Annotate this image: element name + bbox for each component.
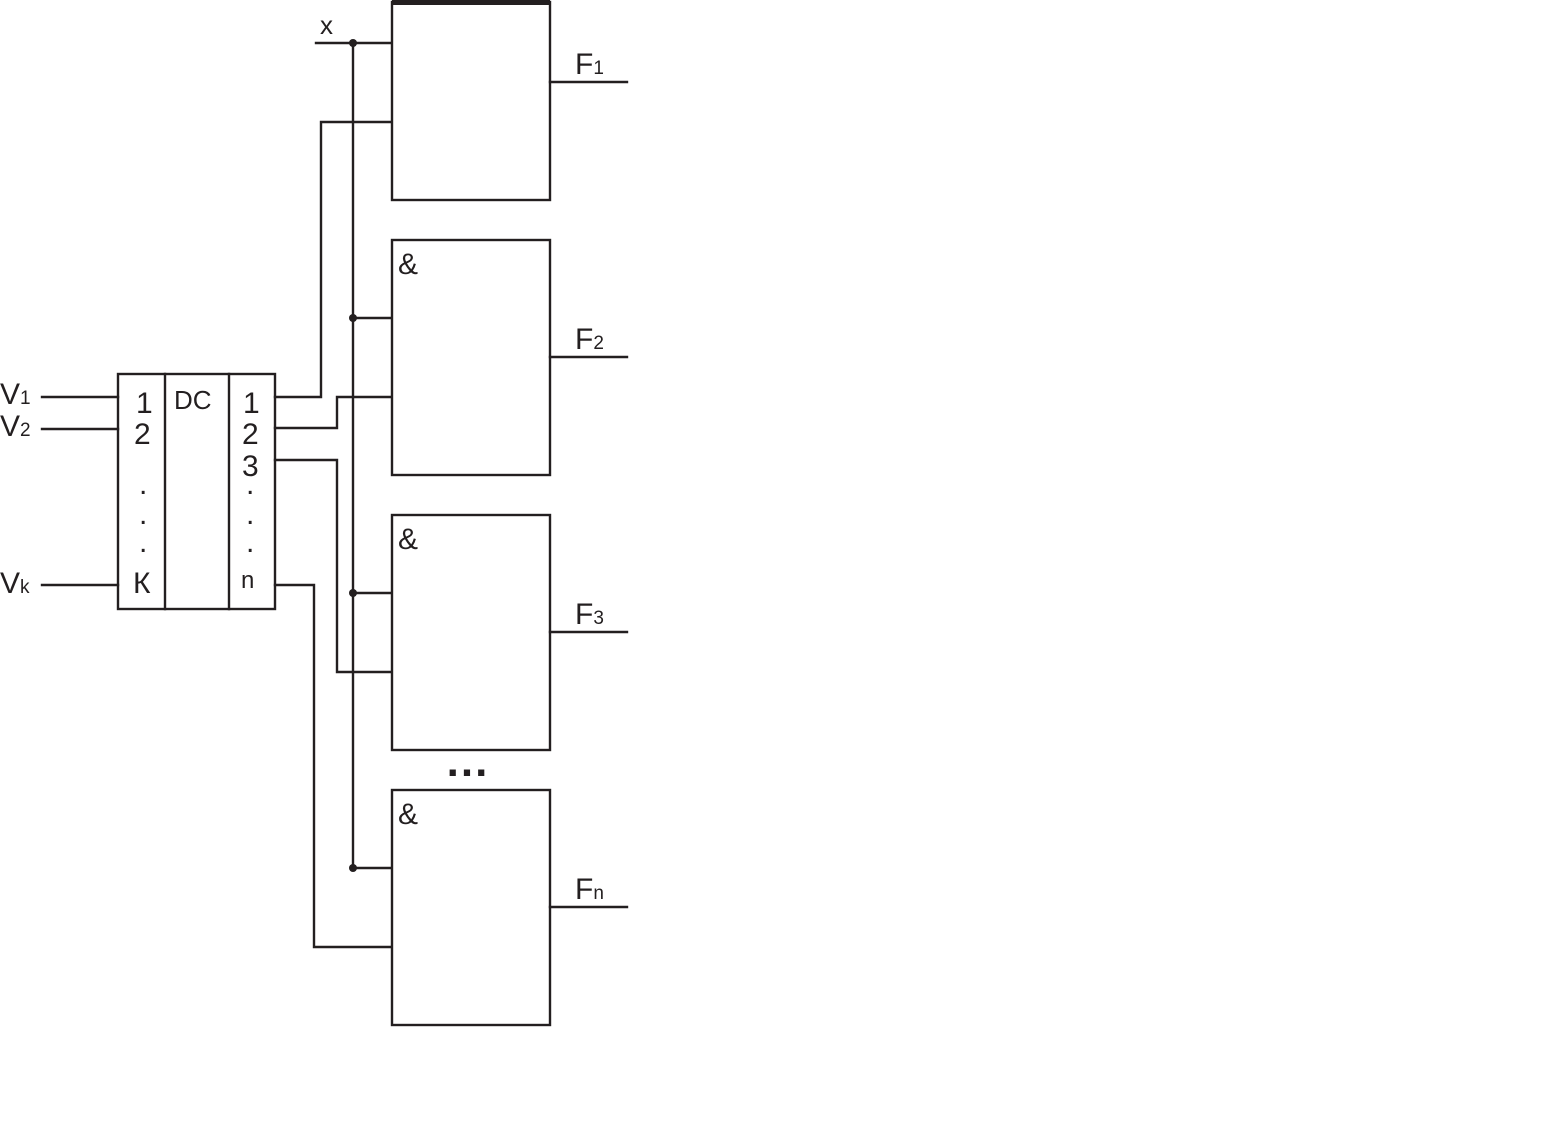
wire-outn-to-gate-n — [273, 583, 394, 949]
gate-3-body — [390, 513, 552, 752]
input-letter-v1: V — [0, 378, 20, 411]
decoder-output-pin-2: 2 — [242, 418, 259, 451]
data-input-label: x — [320, 10, 333, 40]
gate-3-output-label: F3 — [575, 598, 604, 631]
input-label-v2: V2 — [0, 410, 31, 443]
decoder-input-pin-ellipsis-1: . — [139, 468, 147, 501]
input-index-vk: k — [20, 577, 30, 598]
decoder-output-pin-ellipsis-1: . — [246, 468, 254, 501]
decoder: DC 1 2 . . . К 1 2 3 . . . n — [116, 372, 277, 611]
gate-2-output-label: F2 — [575, 323, 604, 356]
gate-1-output-letter: F — [575, 48, 593, 81]
decoder-output-pin-n: n — [241, 567, 254, 594]
decoder-input-pin-1: 1 — [136, 387, 153, 420]
decoder-function-label: DC — [174, 385, 212, 415]
gate-1-output-index: 1 — [593, 58, 604, 79]
junction-dot-4 — [349, 864, 357, 872]
decoder-output-pin-ellipsis-2: . — [246, 498, 254, 531]
junction-dot-1 — [349, 39, 357, 47]
input-label-v1: V1 — [0, 378, 31, 411]
gate-n-output-label: Fn — [575, 873, 604, 906]
gate-2-output-index: 2 — [593, 333, 604, 354]
gate-1-output-label: F1 — [575, 48, 604, 81]
input-index-v2: 2 — [20, 420, 31, 441]
input-index-v1: 1 — [20, 388, 31, 409]
gate-3-output-index: 3 — [593, 608, 604, 629]
wire-out1-to-gate-1 — [273, 120, 394, 399]
decoder-output-pin-1: 1 — [243, 387, 260, 420]
decoder-output-pin-3: 3 — [242, 450, 259, 483]
input-label-vk: Vk — [0, 567, 30, 600]
decoder-input-pin-k: К — [133, 567, 151, 600]
decoder-input-pin-2: 2 — [134, 418, 151, 451]
junction-dot-3 — [349, 589, 357, 597]
junction-dot-2 — [349, 314, 357, 322]
wire-out3-to-gate-3 — [273, 458, 394, 674]
gate-n: & Fn — [390, 788, 629, 1027]
decoder-input-pin-ellipsis-3: . — [139, 526, 147, 559]
wire-out2-to-gate-2 — [273, 395, 394, 430]
gate-n-symbol: & — [398, 798, 418, 831]
gate-1: F1 — [390, 0, 629, 202]
decoder-output-pin-ellipsis-3: . — [246, 526, 254, 559]
input-letter-v2: V — [0, 410, 20, 443]
gates-gap-marker: ... — [447, 737, 490, 786]
gate-2-symbol: & — [398, 248, 418, 281]
data-input: x — [314, 10, 394, 872]
gate-2-output-letter: F — [575, 323, 593, 356]
gate-n-body — [390, 788, 552, 1027]
address-inputs: V1 V2 Vk — [0, 378, 120, 600]
gate-n-output-letter: F — [575, 873, 593, 906]
gate-n-output-index: n — [593, 883, 604, 904]
gate-1-body — [390, 0, 552, 202]
gate-2-body — [390, 238, 552, 477]
gate-3-symbol: & — [398, 523, 418, 556]
decoder-output-wires — [273, 120, 394, 949]
gate-3-output-letter: F — [575, 598, 593, 631]
input-letter-vk: V — [0, 567, 20, 600]
decoder-input-pin-ellipsis-2: . — [139, 498, 147, 531]
gate-3: & F3 — [390, 513, 629, 752]
decoder-outline — [116, 372, 277, 611]
gate-2: & F2 — [390, 238, 629, 477]
